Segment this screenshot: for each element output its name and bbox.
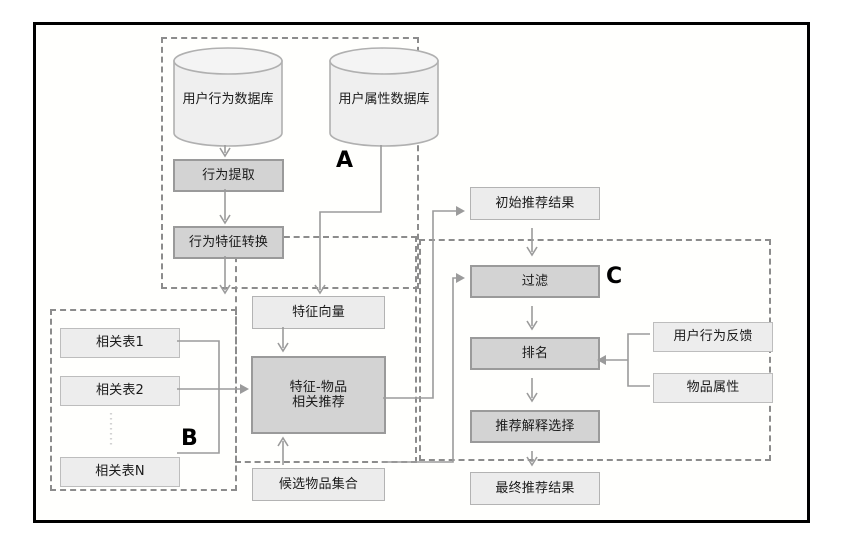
- diagram-frame: A B C 用户行为数据库 用户属性数据库 行为提取 行为特征转换: [33, 22, 810, 523]
- cylinder-shape: [329, 47, 439, 147]
- relation-table-2-node[interactable]: 相关表2: [60, 376, 180, 406]
- user-profile-database[interactable]: 用户属性数据库: [329, 47, 439, 147]
- user-behavior-database-label: 用户行为数据库: [182, 91, 274, 107]
- relation-table-n-node[interactable]: 相关表N: [60, 457, 180, 487]
- group-label-a: A: [336, 148, 354, 173]
- item-attribute-node[interactable]: 物品属性: [653, 373, 773, 403]
- recommendation-explanation-selection-label: 推荐解释选择: [495, 418, 575, 434]
- candidate-item-set-label: 候选物品集合: [278, 476, 359, 492]
- item-attribute-label: 物品属性: [686, 380, 740, 396]
- recommendation-explanation-selection-node[interactable]: 推荐解释选择: [470, 410, 600, 443]
- initial-recommendation-result-label: 初始推荐结果: [495, 195, 575, 211]
- behavior-feature-transform-label: 行为特征转换: [188, 234, 269, 250]
- ranking-label: 排名: [521, 345, 549, 361]
- cylinder-shape: [173, 47, 283, 147]
- feature-item-recommendation-label-line1: 特征-物品: [289, 379, 348, 395]
- behavior-extract-node[interactable]: 行为提取: [173, 159, 284, 192]
- initial-recommendation-result-node[interactable]: 初始推荐结果: [470, 187, 600, 220]
- behavior-feature-transform-node[interactable]: 行为特征转换: [173, 226, 284, 259]
- filter-node[interactable]: 过滤: [470, 265, 600, 298]
- final-recommendation-result-node[interactable]: 最终推荐结果: [470, 472, 600, 505]
- user-behavior-feedback-node[interactable]: 用户行为反馈: [653, 322, 773, 352]
- feature-vector-label: 特征向量: [292, 304, 345, 320]
- user-behavior-database[interactable]: 用户行为数据库: [173, 47, 283, 147]
- behavior-extract-label: 行为提取: [202, 167, 255, 183]
- candidate-item-set-node[interactable]: 候选物品集合: [252, 468, 385, 501]
- relation-table-1-node[interactable]: 相关表1: [60, 328, 180, 358]
- user-profile-database-label: 用户属性数据库: [338, 91, 430, 107]
- user-behavior-feedback-label: 用户行为反馈: [673, 329, 753, 345]
- final-recommendation-result-label: 最终推荐结果: [495, 480, 575, 496]
- group-region-a: [161, 37, 419, 289]
- relation-table-n-label: 相关表N: [95, 464, 145, 480]
- feature-vector-node[interactable]: 特征向量: [252, 296, 385, 329]
- group-label-b: B: [181, 426, 198, 451]
- feature-item-recommendation-label-line2: 相关推荐: [292, 395, 345, 410]
- relation-table-2-label: 相关表2: [95, 383, 145, 399]
- filter-label: 过滤: [521, 273, 549, 289]
- feature-item-recommendation-node[interactable]: 特征-物品 相关推荐: [251, 356, 386, 434]
- group-label-c: C: [606, 264, 623, 289]
- relation-table-1-label: 相关表1: [95, 335, 145, 351]
- ranking-node[interactable]: 排名: [470, 337, 600, 370]
